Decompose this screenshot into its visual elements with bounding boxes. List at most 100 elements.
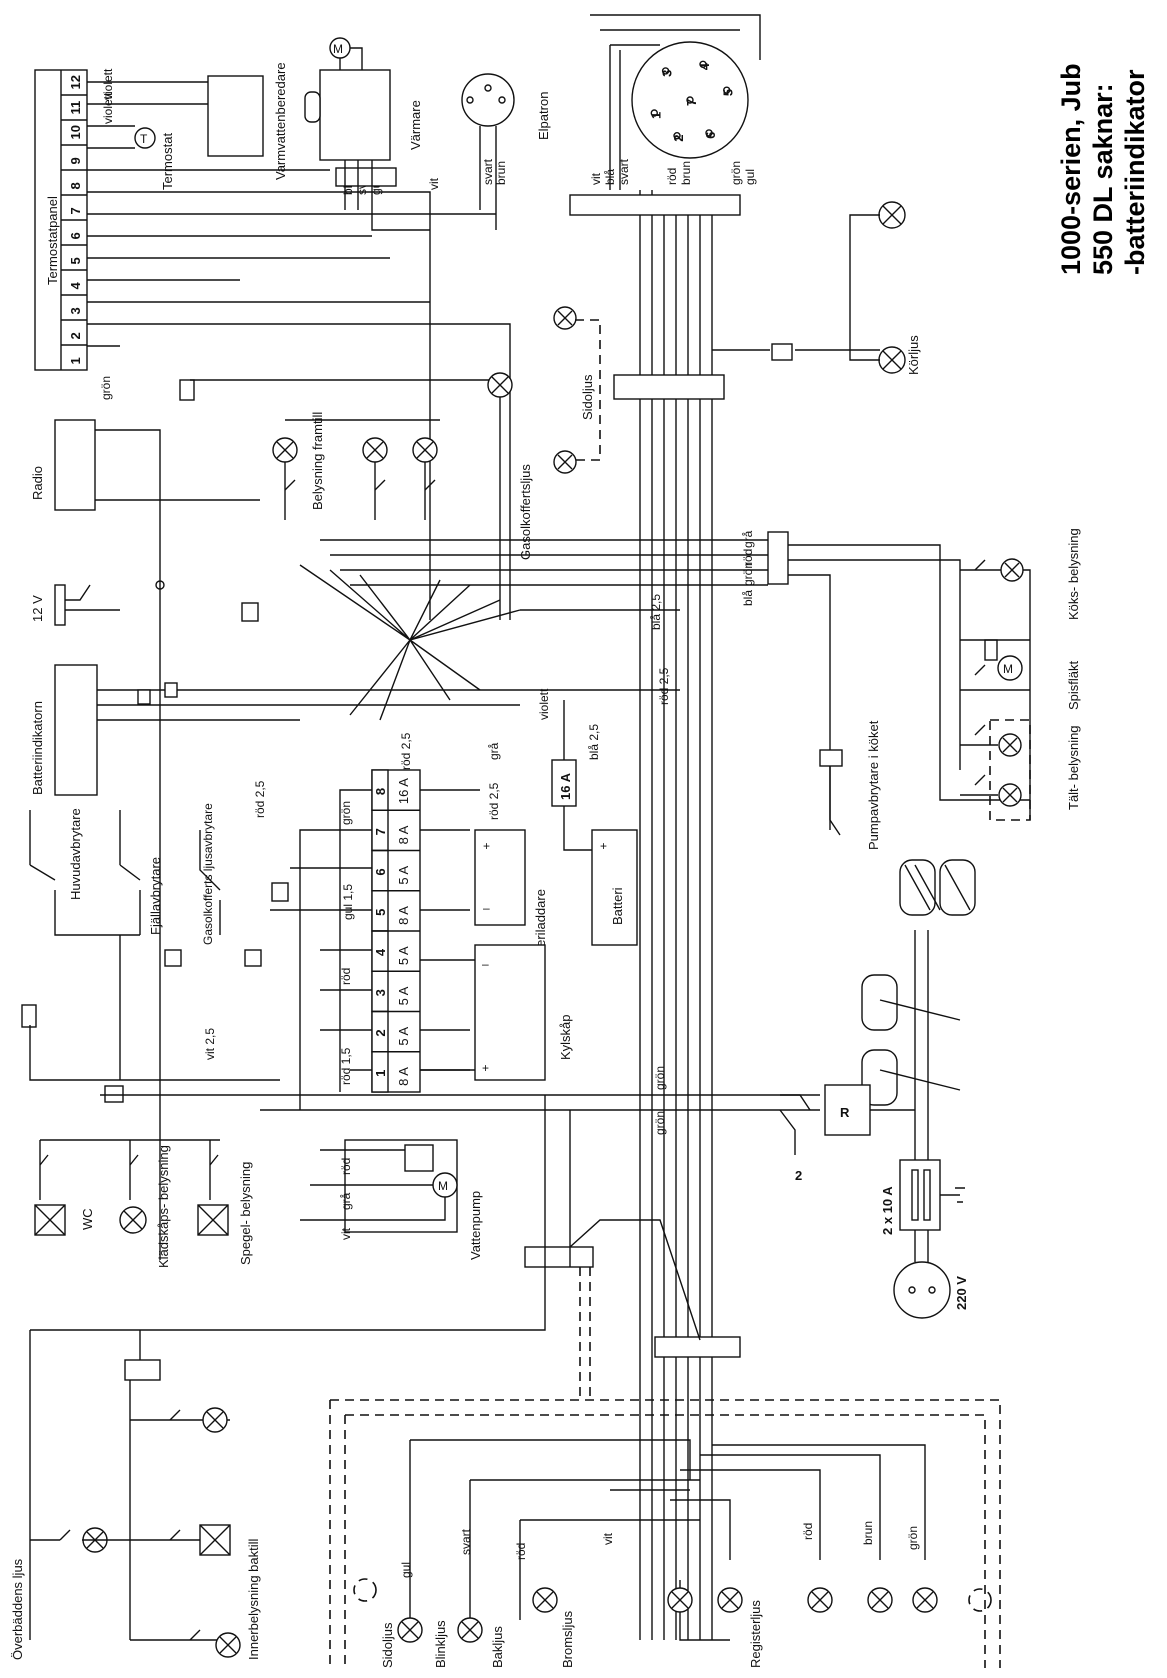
mains-plug-group-2 <box>861 930 961 1160</box>
wire-label-gra-fuse: grå <box>487 742 501 760</box>
radio-box <box>54 419 96 511</box>
fuse-rating-3: 5 A <box>396 986 411 1005</box>
relay-2-label: 2 <box>795 1168 802 1183</box>
termostat-label: Termostat <box>160 133 175 190</box>
wire-label-rod-2-5-fuse: röd 2,5 <box>399 732 413 770</box>
wire-label-violett-fuse: violett <box>537 688 551 720</box>
connector-a <box>164 949 182 967</box>
title-block: 1000-serien, Jub 550 DL saknar: -batteri… <box>1056 63 1150 275</box>
fuse-rating-2: 5 A <box>396 1027 411 1046</box>
spegel-label: Spegel- belysning <box>238 1162 253 1265</box>
thermostat-terminal-5: 5 <box>68 257 83 264</box>
fuse-number-7: 7 <box>373 828 388 835</box>
innerbelysning-label: Innerbelysning baktill <box>246 1538 261 1660</box>
fuse-rating-4: 5 A <box>396 946 411 965</box>
thermostat-panel-label: Termostatpanel <box>45 196 60 285</box>
fuse-number-8: 8 <box>373 788 388 795</box>
connector-pin-1: 1 <box>648 112 663 119</box>
spisflakt-motor <box>997 655 1023 681</box>
wire-label-gul-1-5: gul 1,5 <box>341 884 355 920</box>
rear-wire-brun: brun <box>861 1521 875 1545</box>
connector-f <box>104 1085 124 1103</box>
registerljus-wire-vit: vit <box>601 1532 615 1545</box>
kylskap-plus: + <box>482 1061 489 1075</box>
thermostat-terminal-6: 6 <box>68 232 83 239</box>
spisflakt-motor-symbol: M <box>1003 662 1013 676</box>
korljus-connector <box>771 343 793 361</box>
koksbelysning-label: Köks- belysning <box>1066 528 1081 620</box>
thermostat-terminal-4: 4 <box>68 282 83 290</box>
bakljus-label: Bakljus <box>490 1626 505 1668</box>
harness-connector-front <box>613 374 725 400</box>
connector-rear-left <box>124 1359 161 1381</box>
fuse-number-2: 2 <box>373 1029 388 1036</box>
varmvattenberedare-label: Varmvattenberedare <box>273 62 288 180</box>
fuse-rating-6: 5 A <box>396 866 411 885</box>
varmare-connector <box>335 167 397 187</box>
batteri-box <box>591 829 638 946</box>
wire-label-rod-2-5-left: röd 2,5 <box>253 780 267 818</box>
batteriindikatorn-box <box>54 664 98 796</box>
title-line-2: 550 DL saknar: <box>1088 83 1118 275</box>
gasolkoffertsljus-label: Gasolkoffertsljus <box>518 464 533 560</box>
taltbelysning-label: Tält- belysning <box>1066 725 1081 810</box>
thermostat-terminal-3: 3 <box>68 307 83 314</box>
fuse-number-1: 1 <box>373 1070 388 1077</box>
batteri-plus: + <box>600 839 607 853</box>
relay-r-label: R <box>840 1105 850 1120</box>
fuse-number-3: 3 <box>373 989 388 996</box>
varmare-box <box>319 69 391 161</box>
connector-pin-4: 4 <box>697 62 712 70</box>
varmare-label: Värmare <box>408 100 423 150</box>
vattenpump-label: Vattenpump <box>468 1191 483 1260</box>
mains-plug-group-1 <box>899 859 976 916</box>
thermostat-terminal-7: 7 <box>68 207 83 214</box>
twelve-v-socket <box>54 584 66 626</box>
vattenpump-connector <box>404 1144 434 1172</box>
thermostat-terminal-2: 2 <box>68 332 83 339</box>
connector-wire-5: grön <box>729 161 743 185</box>
taltbelysning-frame <box>989 719 1031 821</box>
connector-pin-5: 5 <box>721 89 736 96</box>
wire-label-gra-right: grå <box>741 530 755 548</box>
connector-wire-4: brun <box>679 161 693 185</box>
fuse-rating-7: 8 A <box>396 825 411 844</box>
blinkljus-label: Blinkljus <box>433 1620 448 1668</box>
blinkljus-wire-gul: gul <box>399 1562 413 1578</box>
title-line-3: -batteriindikator <box>1120 69 1150 275</box>
belysning-framtill-group: Belysning framtill <box>272 412 440 520</box>
thermostat-terminal-9: 9 <box>68 157 83 164</box>
vattenpump-motor-symbol: M <box>438 1179 448 1193</box>
vattenpump-wire-vit: vit <box>339 1227 353 1240</box>
kylskap-box <box>474 944 546 1081</box>
elpatron-wire-vit: vit <box>427 177 441 190</box>
wire-label-bla-2-5-b: blå 2,5 <box>587 724 601 760</box>
fuse-number-5: 5 <box>373 909 388 916</box>
spisflakt-resistor <box>984 639 998 661</box>
wire-label-rod-right: röd <box>741 549 755 566</box>
termostat-icon <box>134 127 156 149</box>
wc-label: WC <box>80 1208 95 1230</box>
belysning-framtill-label: Belysning framtill <box>310 412 325 510</box>
wire-label-gron-fuse: grön <box>339 801 353 825</box>
bromsljus-label: Bromsljus <box>560 1610 575 1668</box>
wire-label-vit-2-5: vit 2,5 <box>203 1028 217 1060</box>
mains-220v-plug <box>893 1261 951 1319</box>
fuse-rating-5: 8 A <box>396 906 411 925</box>
pumpavbrytare-label: Pumpavbrytare i köket <box>866 720 881 850</box>
mains-220v-label: 220 V <box>954 1276 969 1310</box>
wire-label-gron-panel: grön <box>99 376 113 400</box>
thermostat-terminal-1: 1 <box>68 357 83 364</box>
fuse-rating-1: 8 A <box>396 1067 411 1086</box>
fuse-rating-8: 16 A <box>396 778 411 804</box>
overbaddens-label: Överbäddens ljus <box>10 1558 25 1660</box>
registerljus-label: Registerljus <box>748 1600 763 1668</box>
connector-c <box>179 379 195 401</box>
harness-connector-rear <box>654 1336 741 1358</box>
pumpavbrytare-connector <box>819 749 843 767</box>
vattenpump-wire-gra: grå <box>339 1192 353 1210</box>
wire-label-gron-relay-1: grön <box>653 1066 667 1090</box>
batteriladdare-plus: + <box>483 839 490 853</box>
